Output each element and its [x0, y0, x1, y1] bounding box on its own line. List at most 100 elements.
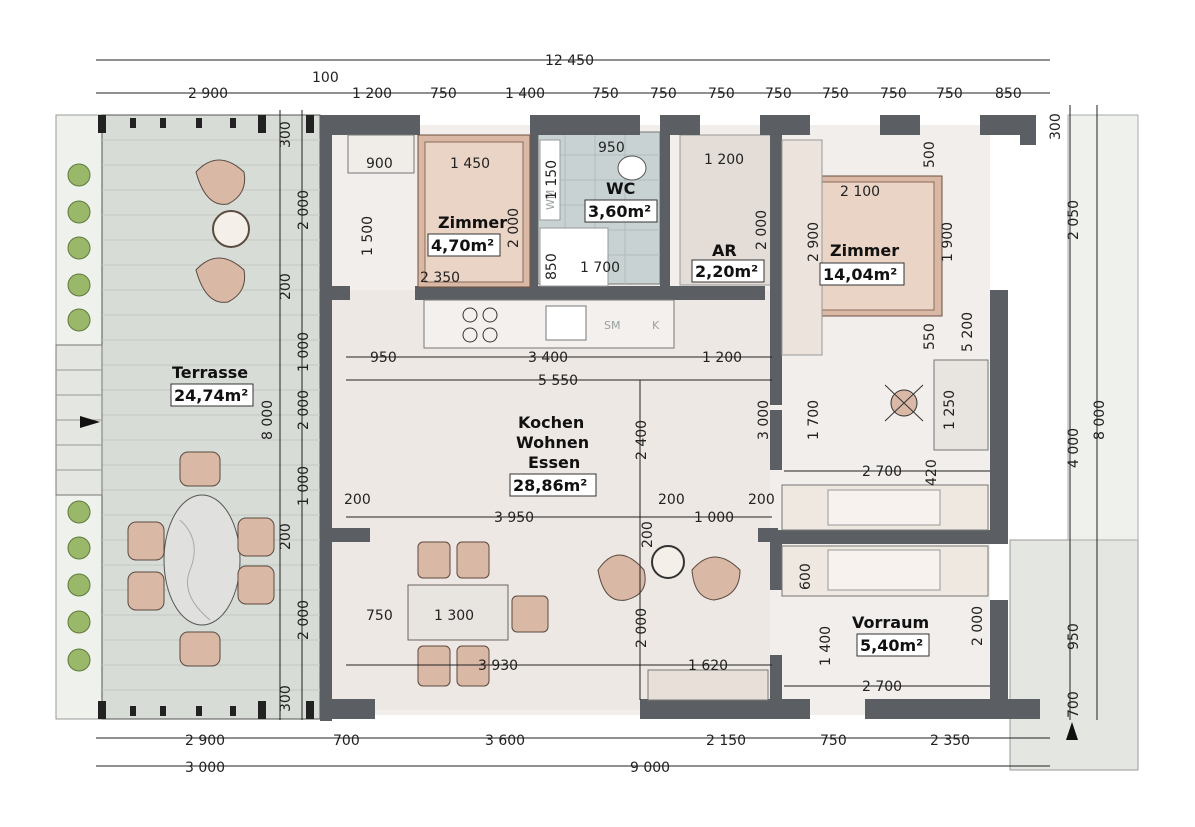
- dim-left-3: 1 000: [296, 332, 312, 372]
- room-name-essen: Essen: [528, 453, 580, 472]
- dim-top-9: 750: [880, 86, 907, 102]
- washing-machine: [539, 139, 561, 221]
- room-area-kochen: 28,86m²: [513, 476, 587, 495]
- office-chair-icon: [884, 384, 924, 422]
- sm-label: SM: [604, 319, 620, 332]
- dim-top-8: 750: [822, 86, 849, 102]
- dim-2700b: 2 700: [862, 679, 902, 695]
- dim-right-4: 700: [1066, 691, 1082, 718]
- sink-icon: [545, 305, 587, 341]
- shower-icon: [539, 227, 609, 287]
- k-label: K: [652, 319, 660, 332]
- dim-200c: 200: [748, 492, 775, 508]
- entry-arrow-icon: [80, 416, 100, 428]
- room-name-zimmer-small: Zimmer: [438, 213, 507, 232]
- dim-top-10: 750: [936, 86, 963, 102]
- dim-right-total: 8 000: [1092, 400, 1108, 440]
- dim-left-0: 300: [278, 121, 294, 148]
- dim-bottom-total-0: 3 000: [185, 760, 225, 776]
- dim-bottom-3: 2 150: [706, 733, 746, 749]
- dim-1400: 1 400: [818, 626, 834, 666]
- dim-top-100: 100: [312, 70, 339, 86]
- dim-top-1: 1 200: [352, 86, 392, 102]
- dim-1200k: 1 200: [702, 350, 742, 366]
- dim-2000k: 2 000: [634, 608, 650, 648]
- room-name-ar: AR: [712, 241, 737, 260]
- dim-left-4: 2 000: [296, 390, 312, 430]
- dim-500: 500: [922, 141, 938, 168]
- dim-1250: 1 250: [942, 390, 958, 430]
- dim-left-7: 2 000: [296, 600, 312, 640]
- dim-950wc: 950: [598, 140, 625, 156]
- dim-3000: 3 000: [756, 400, 772, 440]
- dim-2100: 2 100: [840, 184, 880, 200]
- dim-200d: 200: [640, 521, 656, 548]
- dining-table-icon: [407, 541, 549, 687]
- room-labels: Terrasse 24,74m² Zimmer 4,70m² WC 3,60m²…: [170, 179, 930, 657]
- dim-top-0: 2 900: [188, 86, 228, 102]
- entry-cabinet: [647, 669, 769, 701]
- dim-200b: 200: [658, 492, 685, 508]
- dim-1620: 1 620: [688, 658, 728, 674]
- room-name-terrasse: Terrasse: [172, 363, 248, 382]
- room-name-zimmer-large: Zimmer: [830, 241, 899, 260]
- dim-left-8: 300: [278, 685, 294, 712]
- dim-3950: 3 950: [494, 510, 534, 526]
- dim-left-2: 200: [278, 273, 294, 300]
- dim-900: 900: [366, 156, 393, 172]
- room-name-vorraum: Vorraum: [852, 613, 929, 632]
- kitchen-counter: SM K: [423, 299, 675, 349]
- dim-1700: 1 700: [580, 260, 620, 276]
- dim-2400: 2 400: [634, 420, 650, 460]
- dim-2350: 2 350: [420, 270, 460, 286]
- dim-top-3: 1 400: [505, 86, 545, 102]
- room-name-kochen: Kochen: [518, 413, 584, 432]
- dim-right-3: 950: [1066, 623, 1082, 650]
- dim-420: 420: [924, 459, 940, 486]
- dim-top-4: 750: [592, 86, 619, 102]
- room-area-terrasse: 24,74m²: [174, 386, 248, 405]
- dim-left-total: 8 000: [260, 400, 276, 440]
- dim-left-5: 1 000: [296, 466, 312, 506]
- dim-3930: 3 930: [478, 658, 518, 674]
- room-area-zimmer-small: 4,70m²: [431, 236, 494, 255]
- terrace-dining-table-icon: [127, 451, 275, 667]
- terrace-area: [55, 114, 321, 720]
- dim-top-6: 750: [708, 86, 735, 102]
- dimension-lines: [96, 59, 1098, 767]
- dim-top-total: 12 450: [545, 53, 594, 69]
- room-area-ar: 2,20m²: [695, 262, 758, 281]
- dim-1700b: 1 700: [806, 400, 822, 440]
- dim-850: 850: [544, 253, 560, 280]
- dim-550: 550: [922, 323, 938, 350]
- dim-1900: 1 900: [940, 222, 956, 262]
- dim-1500: 1 500: [360, 216, 376, 256]
- dim-left-6: 200: [278, 523, 294, 550]
- dim-200a: 200: [344, 492, 371, 508]
- dim-2000a: 2 000: [506, 208, 522, 248]
- dim-2000v: 2 000: [970, 606, 986, 646]
- stove-icon: [462, 307, 498, 343]
- room-name-wc: WC: [606, 179, 635, 198]
- dim-2900: 2 900: [806, 222, 822, 262]
- room-area-vorraum: 5,40m²: [860, 636, 923, 655]
- dim-bottom-4: 750: [820, 733, 847, 749]
- room-area-wc: 3,60m²: [588, 202, 651, 221]
- plant-icon: [67, 163, 91, 672]
- dim-top-5: 750: [650, 86, 677, 102]
- dim-2000ar: 2 000: [754, 210, 770, 250]
- dim-right-0: 300: [1048, 113, 1064, 140]
- dim-right-1: 2 050: [1066, 200, 1082, 240]
- dim-750d: 750: [366, 608, 393, 624]
- room-name-wohnen: Wohnen: [516, 433, 589, 452]
- dim-top-7: 750: [765, 86, 792, 102]
- dim-2700a: 2 700: [862, 464, 902, 480]
- living-chairs-icon: [597, 545, 741, 601]
- dim-5200: 5 200: [960, 312, 976, 352]
- dim-1300: 1 300: [434, 608, 474, 624]
- dim-1450: 1 450: [450, 156, 490, 172]
- dim-top-11: 850: [995, 86, 1022, 102]
- walls: [320, 115, 1040, 721]
- wardrobe: [781, 484, 989, 597]
